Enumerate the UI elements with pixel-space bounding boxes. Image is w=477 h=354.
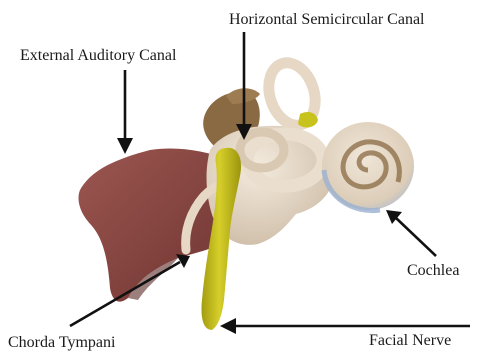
label-external-auditory-canal: External Auditory Canal [20,47,177,64]
label-horizontal-semicircular-canal: Horizontal Semicircular Canal [229,11,425,28]
arrow-external-auditory-canal [117,70,133,154]
label-chorda-tympani: Chorda Tympani [8,334,116,351]
arrow-cochlea [386,210,436,256]
label-facial-nerve: Facial Nerve [369,332,451,349]
label-cochlea: Cochlea [407,262,459,279]
